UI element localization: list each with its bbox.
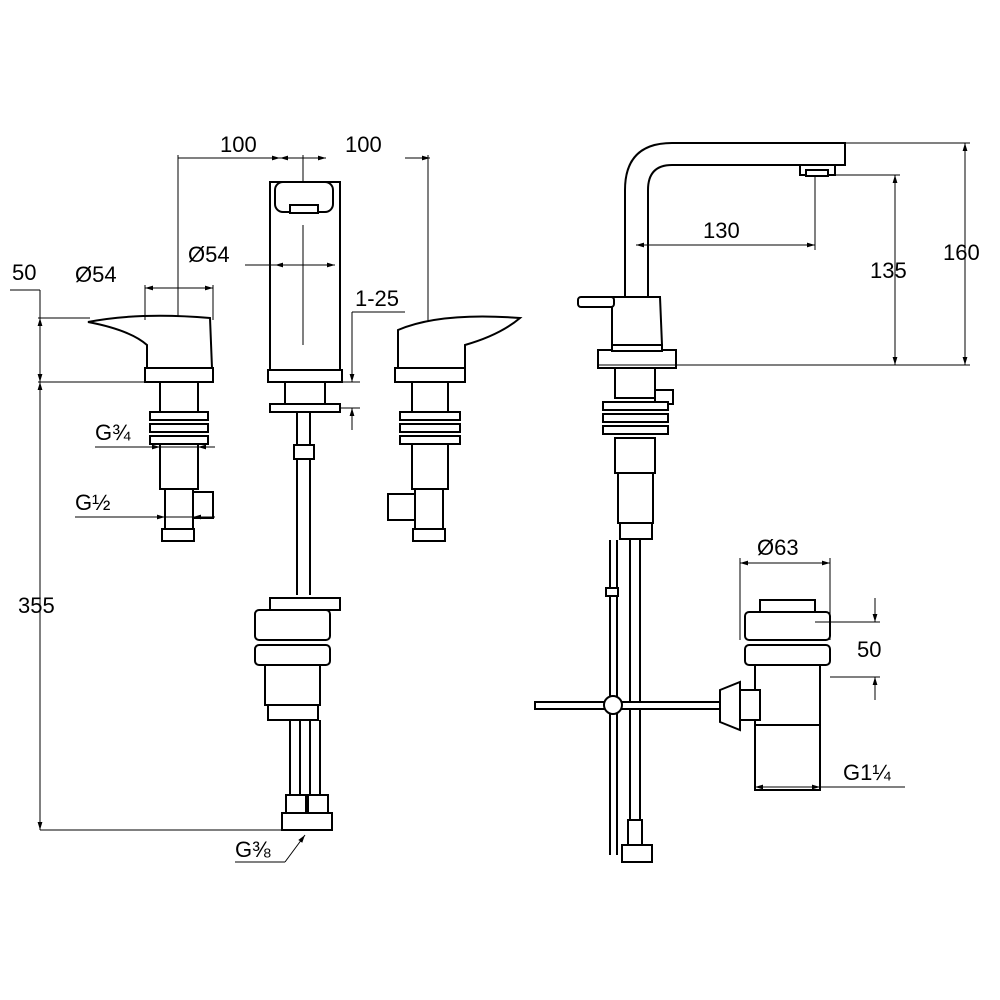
left-valve xyxy=(87,314,214,542)
right-valve xyxy=(387,315,523,542)
dim-spout-reach: 130 xyxy=(703,218,740,243)
side-view: 160 135 130 Ø63 50 G1¼ xyxy=(534,142,980,863)
drain-front xyxy=(254,597,341,831)
dim-spacing-left: 100 xyxy=(220,132,257,157)
dim-hose-thread: G⅜ xyxy=(235,837,271,862)
dim-inlet-thread: G½ xyxy=(75,490,110,515)
dim-drain-height: 50 xyxy=(857,637,881,662)
front-view: 100 100 xyxy=(10,132,523,863)
dim-handle-height: 50 xyxy=(12,260,36,285)
dim-aerator-height: 135 xyxy=(870,258,907,283)
dim-handle-diameter: Ø54 xyxy=(75,262,117,287)
dim-spout-height: 160 xyxy=(943,240,980,265)
dim-valve-thread: G¾ xyxy=(95,420,131,445)
dim-drain-thread: G1¼ xyxy=(843,760,891,785)
spout-front xyxy=(267,181,343,595)
dim-spout-diameter: Ø54 xyxy=(188,242,230,267)
dim-deck-thickness: 1-25 xyxy=(355,286,399,311)
drain-side xyxy=(719,599,831,791)
dim-total-depth: 355 xyxy=(18,593,55,618)
dim-drain-diameter: Ø63 xyxy=(757,535,799,560)
dim-spacing-right: 100 xyxy=(345,132,382,157)
